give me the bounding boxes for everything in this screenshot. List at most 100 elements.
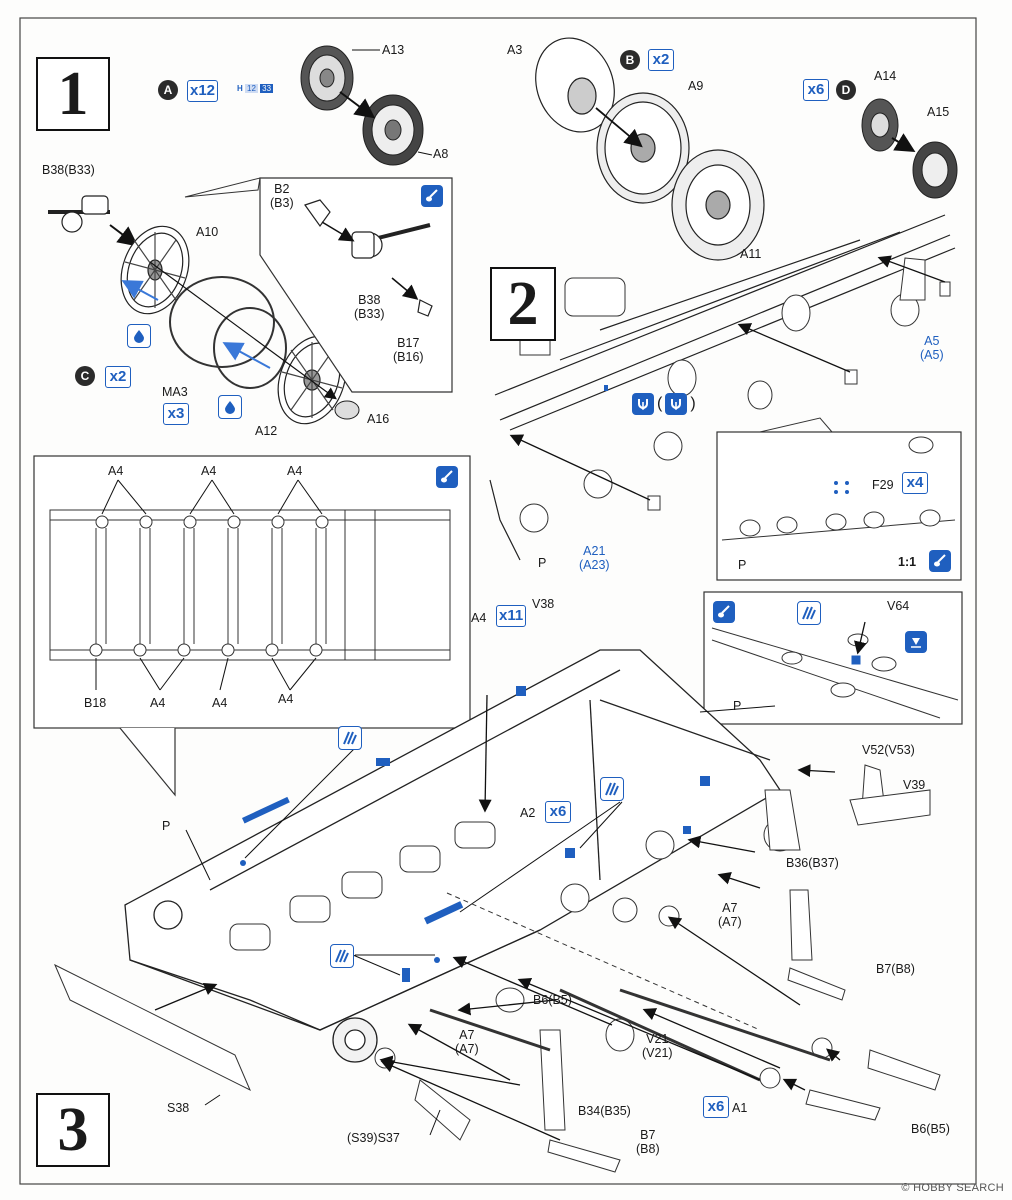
v64-detail-callout <box>703 591 963 725</box>
f29-detail-art <box>721 436 956 541</box>
orientation-icon-1 <box>632 393 654 415</box>
drill-icon <box>905 631 927 653</box>
label-b7-b8-bottom: B7 (B8) <box>636 1128 660 1156</box>
orientation-icons: ( ) <box>632 393 696 415</box>
topview-label-a4-6: A4 <box>278 692 294 706</box>
idler-wheel-a10 <box>120 225 190 315</box>
label-p-hull: P <box>162 819 171 833</box>
qty-d-badge: x6 <box>803 79 829 101</box>
glue-icon-topview <box>436 466 458 488</box>
topview-label-a4-1: A4 <box>108 464 124 478</box>
label-b38-b33-detail: B38 (B33) <box>354 293 385 321</box>
v64-detail-art <box>711 627 959 719</box>
step-number-1: 1 <box>36 57 110 131</box>
label-b38-b33: B38(B33) <box>42 163 95 177</box>
qty-ma3-badge: x3 <box>163 403 189 425</box>
label-v64: V64 <box>887 599 910 613</box>
label-b17-b16: B17 (B16) <box>393 336 424 364</box>
glue-icon <box>421 185 443 207</box>
label-b36-b37: B36(B37) <box>786 856 839 870</box>
sprocket-a11 <box>671 149 765 261</box>
topview-label-b18: B18 <box>84 696 107 710</box>
label-a12: A12 <box>255 424 278 438</box>
label-a11: A11 <box>740 247 762 261</box>
label-a10: A10 <box>196 225 219 239</box>
assembly-marker-a: A <box>158 80 178 100</box>
road-wheel-a8 <box>362 94 424 166</box>
label-b6-b5-mid: B6(B5) <box>533 993 572 1007</box>
qty-a1-badge: x6 <box>703 1096 729 1118</box>
topview-hull-art <box>49 509 451 661</box>
glue-icon-step2 <box>929 550 951 572</box>
label-a1: A1 <box>732 1101 748 1115</box>
label-v39: V39 <box>903 778 926 792</box>
glue-brush-icon <box>718 605 730 618</box>
topview-label-a4-4: A4 <box>150 696 166 710</box>
a4-topview-callout <box>33 455 471 729</box>
return-roller-a14 <box>861 98 899 152</box>
assembly-marker-d: D <box>836 80 856 100</box>
blue-highlight-parts <box>240 385 710 982</box>
label-p-step2: P <box>538 556 547 570</box>
label-a7-a7-mid: A7 (A7) <box>455 1028 479 1056</box>
idler-axle-b38 <box>48 195 110 233</box>
suspension-units <box>54 764 941 1173</box>
label-v52-v53: V52(V53) <box>862 743 915 757</box>
qty-f29-badge: x4 <box>902 472 928 494</box>
paint-code-33: 33 <box>260 84 274 93</box>
label-v21-v21: V21 (V21) <box>642 1032 673 1060</box>
topview-label-a4-2: A4 <box>201 464 217 478</box>
label-v38: V38 <box>532 597 555 611</box>
road-wheel-a13 <box>300 45 354 111</box>
paint-stripe-icon-v64 <box>797 601 821 625</box>
label-a15: A15 <box>927 105 950 119</box>
hull-side-step2 <box>489 214 956 561</box>
idler-axle-detail <box>304 199 433 317</box>
paint-code-strip: H 12 33 <box>237 84 274 93</box>
glue-brush-icon <box>441 470 453 483</box>
assembly-marker-c: C <box>75 366 95 386</box>
label-a14: A14 <box>874 69 897 83</box>
paint-code-h: H <box>237 84 243 93</box>
drive-housing-a3 <box>535 37 615 133</box>
paint-stripe-icon-1 <box>338 726 362 750</box>
label-a5: A5 (A5) <box>920 334 944 362</box>
return-roller-a15 <box>912 141 958 199</box>
hub-cap-a16 <box>334 400 360 420</box>
label-f29: F29 <box>872 478 894 492</box>
label-a7-a7-right: A7 (A7) <box>718 901 742 929</box>
watermark: © HOBBY SEARCH <box>901 1182 1004 1194</box>
qty-a2-badge: x6 <box>545 801 571 823</box>
step2-details <box>519 257 951 533</box>
label-s39-s37: (S39)S37 <box>347 1131 400 1145</box>
drill-hole-icon <box>911 638 921 648</box>
qty-a-badge: x12 <box>187 80 219 102</box>
topview-label-a4-3: A4 <box>287 464 303 478</box>
label-s38: S38 <box>167 1101 190 1115</box>
label-a4: A4 <box>471 611 487 625</box>
orientation-icon-2 <box>665 393 688 415</box>
cement-drop-icon-1 <box>127 324 151 348</box>
assembly-marker-b: B <box>620 50 640 70</box>
paint-code-12: 12 <box>245 84 258 93</box>
paint-stripe-icon-2 <box>600 777 624 801</box>
qty-b-badge: x2 <box>648 49 674 71</box>
qty-c-badge: x2 <box>105 366 131 388</box>
cement-drop-icon-2 <box>218 395 242 419</box>
qty-a4-badge: x11 <box>496 605 527 627</box>
label-a3: A3 <box>507 43 523 57</box>
step-number-2: 2 <box>490 267 556 341</box>
topview-label-a4-5: A4 <box>212 696 228 710</box>
label-a16: A16 <box>367 412 390 426</box>
glue-brush-icon <box>934 554 946 567</box>
scale-label: 1:1 <box>898 555 917 569</box>
label-a13: A13 <box>382 43 405 57</box>
label-p-v64-detail: P <box>733 699 742 713</box>
label-b34-b35: B34(B35) <box>578 1104 631 1118</box>
label-a8: A8 <box>433 147 449 161</box>
sprocket-a9 <box>596 92 690 204</box>
page-frame <box>19 17 977 1185</box>
f29-detail-callout <box>716 431 962 581</box>
